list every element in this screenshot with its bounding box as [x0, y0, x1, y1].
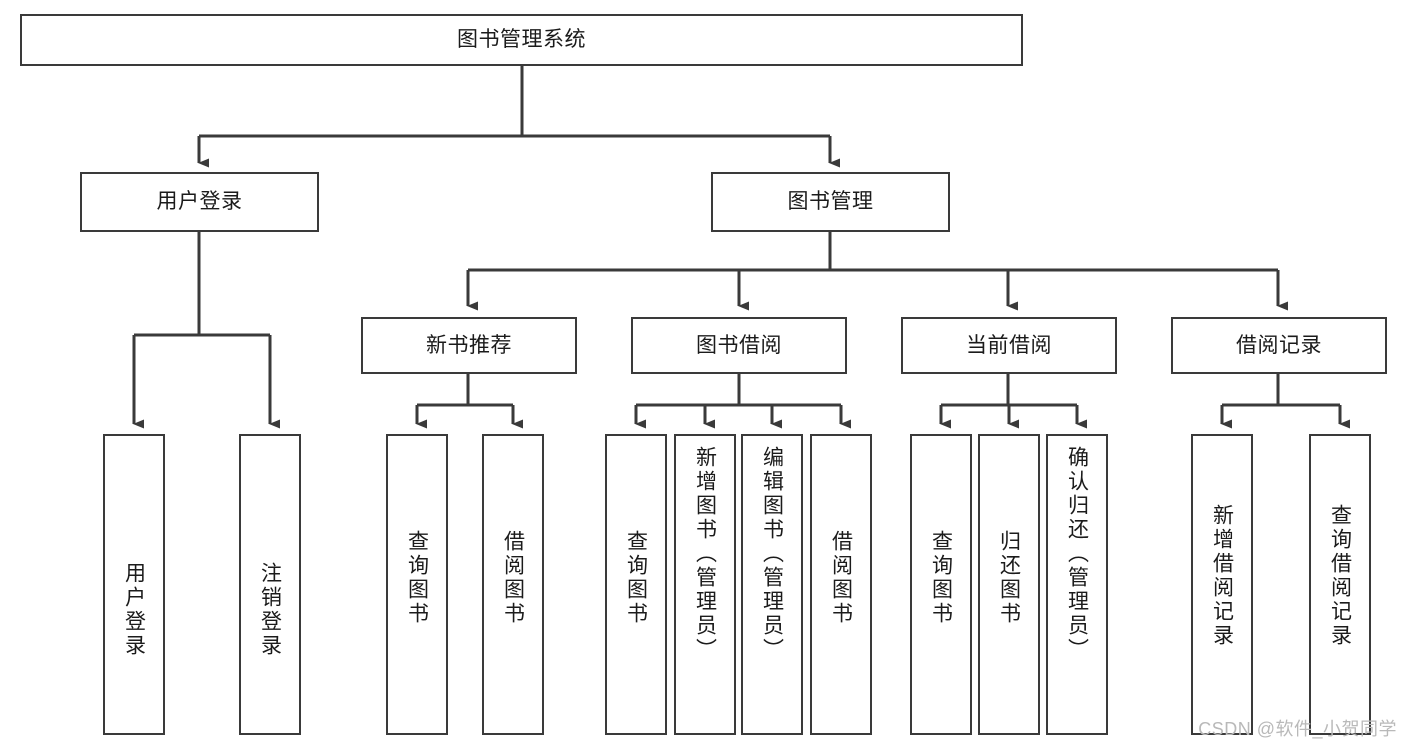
leaf-label: 用户登录	[122, 562, 146, 658]
leaf-current-query-book[interactable]: 查询图书	[910, 434, 972, 735]
leaf-user-login-do-login[interactable]: 用户登录	[103, 434, 165, 735]
node-root-label: 图书管理系统	[457, 28, 586, 52]
leaf-label: 查询图书	[624, 530, 648, 626]
leaf-label: 新增图书（管理员）	[693, 446, 717, 662]
node-current-borrow-label: 当前借阅	[966, 333, 1052, 357]
node-user-login-label: 用户登录	[156, 190, 243, 214]
leaf-label: 注销登录	[258, 562, 282, 658]
leaf-record-add-borrow-record[interactable]: 新增借阅记录	[1191, 434, 1253, 735]
leaf-record-query-borrow-record[interactable]: 查询借阅记录	[1309, 434, 1371, 735]
node-book-management-label: 图书管理	[787, 190, 874, 214]
node-current-borrow[interactable]: 当前借阅	[901, 317, 1117, 374]
node-new-book-recommend-label: 新书推荐	[426, 333, 512, 357]
leaf-label: 借阅图书	[829, 530, 853, 626]
leaf-current-confirm-return-admin[interactable]: 确认归还（管理员）	[1046, 434, 1108, 735]
leaf-label: 新增借阅记录	[1210, 504, 1234, 648]
node-book-borrow-label: 图书借阅	[696, 333, 782, 357]
leaf-label: 确认归还（管理员）	[1065, 446, 1089, 662]
leaf-label: 编辑图书（管理员）	[760, 446, 784, 662]
leaf-label: 借阅图书	[501, 530, 525, 626]
node-book-management[interactable]: 图书管理	[711, 172, 950, 232]
leaf-borrow-add-book-admin[interactable]: 新增图书（管理员）	[674, 434, 736, 735]
leaf-current-return-book[interactable]: 归还图书	[978, 434, 1040, 735]
node-user-login[interactable]: 用户登录	[80, 172, 319, 232]
leaf-label: 查询图书	[929, 530, 953, 626]
leaf-label: 查询图书	[405, 530, 429, 626]
leaf-user-login-logout[interactable]: 注销登录	[239, 434, 301, 735]
leaf-new-book-borrow-book[interactable]: 借阅图书	[482, 434, 544, 735]
leaf-label: 归还图书	[997, 530, 1021, 626]
node-new-book-recommend[interactable]: 新书推荐	[361, 317, 577, 374]
leaf-label: 查询借阅记录	[1328, 504, 1352, 648]
leaf-borrow-edit-book-admin[interactable]: 编辑图书（管理员）	[741, 434, 803, 735]
leaf-borrow-borrow-book[interactable]: 借阅图书	[810, 434, 872, 735]
node-borrow-record[interactable]: 借阅记录	[1171, 317, 1387, 374]
node-root-book-management-system[interactable]: 图书管理系统	[20, 14, 1023, 66]
node-book-borrow[interactable]: 图书借阅	[631, 317, 847, 374]
leaf-new-book-query-book[interactable]: 查询图书	[386, 434, 448, 735]
node-borrow-record-label: 借阅记录	[1236, 333, 1322, 357]
leaf-borrow-query-book[interactable]: 查询图书	[605, 434, 667, 735]
